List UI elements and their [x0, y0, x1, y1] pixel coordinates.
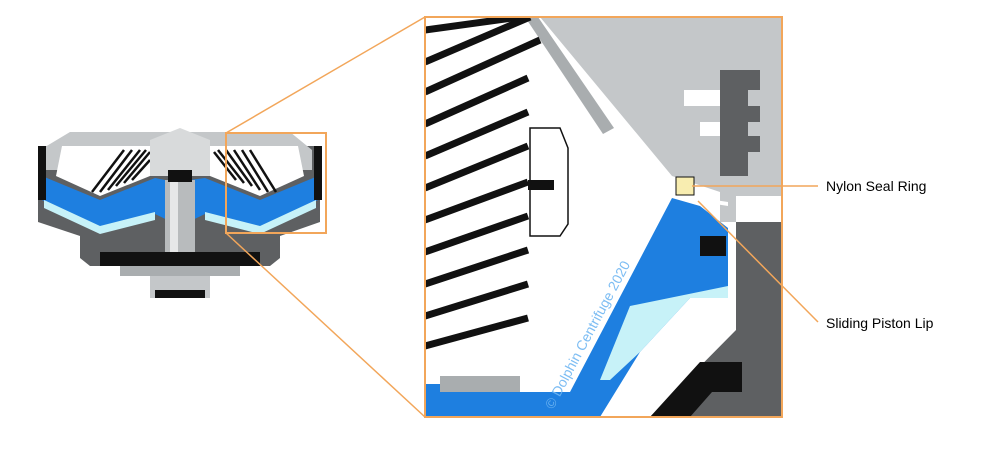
- zoom-connector-bottom: [225, 232, 426, 418]
- zoomed-detail: © Dolphin Centrifuge 2020: [425, 17, 782, 417]
- overview-cross-section: [38, 128, 322, 298]
- piston-lip-leader: [697, 200, 819, 323]
- nylon-seal-ring: [675, 176, 695, 196]
- zoom-frame: [424, 16, 783, 418]
- zoom-connector-top: [225, 16, 426, 134]
- nylon-seal-ring-label: Nylon Seal Ring: [826, 178, 927, 194]
- zoom-selection-box: [225, 132, 327, 234]
- sliding-piston-lip-label: Sliding Piston Lip: [826, 315, 934, 331]
